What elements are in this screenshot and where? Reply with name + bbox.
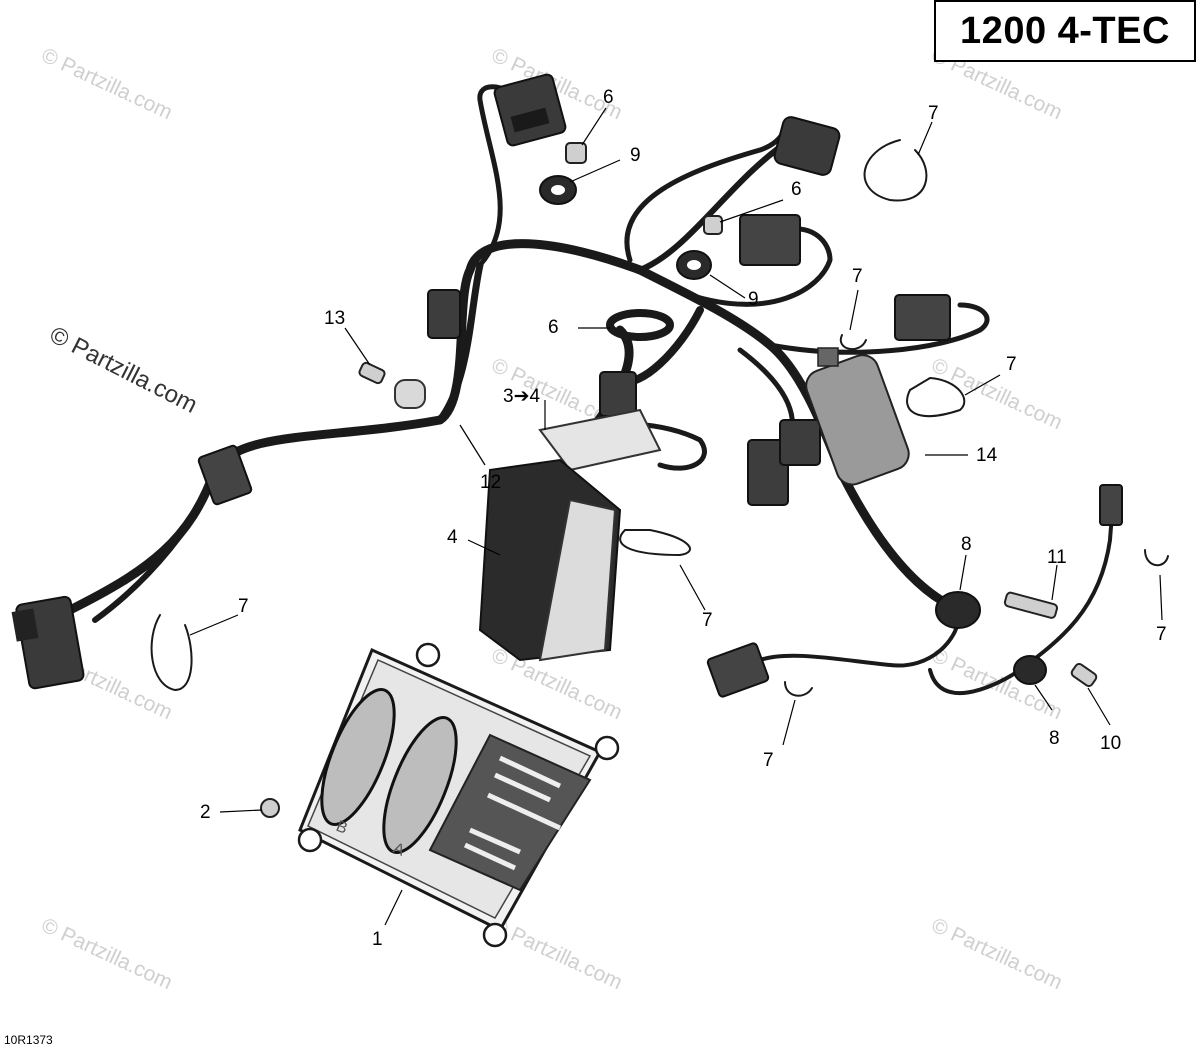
watermark-tile: © Partzilla.com <box>38 914 176 995</box>
connector-left-icon <box>11 595 85 690</box>
bolt-icon <box>1003 591 1058 619</box>
grommet-icon <box>935 591 981 629</box>
cable-tie-icon <box>619 529 692 557</box>
bolt-icon <box>1070 662 1098 688</box>
ecu-module: B A <box>297 642 620 948</box>
callout-7: 7 <box>763 750 774 771</box>
leader-lines <box>189 107 1163 926</box>
connector-lowright-icon <box>706 642 770 698</box>
callout-8: 8 <box>961 534 972 555</box>
watermark-tile: © Partzilla.com <box>928 914 1066 995</box>
callout-2: 2 <box>200 802 211 823</box>
callouts: 1 2 3➔4 4 6 6 6 7 7 7 7 7 7 7 8 8 9 9 10… <box>200 87 1167 950</box>
bolt-icon <box>703 215 723 235</box>
diagram-code: 10R1373 <box>4 1033 53 1047</box>
callout-6: 6 <box>791 179 802 200</box>
harness-connectors <box>11 73 1123 698</box>
hardware <box>150 139 1169 818</box>
callout-4: 4 <box>447 527 458 548</box>
connector-sleeve3-icon <box>747 439 789 506</box>
sensor-lead-icon <box>1099 484 1123 526</box>
connector-center-icon <box>739 214 801 266</box>
callout-11: 11 <box>1047 547 1067 568</box>
cable-clip-icon <box>839 334 867 350</box>
callout-7: 7 <box>1006 354 1017 375</box>
callout-9: 9 <box>748 289 759 310</box>
model-label-box: 1200 4-TEC <box>934 0 1196 62</box>
cable-tie-icon <box>906 376 966 418</box>
cable-clip-icon <box>1144 549 1169 566</box>
connector-right-icon <box>894 294 951 341</box>
callout-6: 6 <box>548 317 559 338</box>
callout-6: 6 <box>603 87 614 108</box>
cable-clip-icon <box>784 681 813 697</box>
watermark-tile: © Partzilla.com <box>488 914 626 995</box>
connector-midleft-icon <box>197 444 253 506</box>
watermark-tile: © Partzilla.com <box>38 44 176 125</box>
bolt-icon <box>358 361 386 385</box>
callout-1: 1 <box>372 929 383 950</box>
screw-icon <box>260 798 280 818</box>
callout-12: 12 <box>480 472 501 493</box>
clamp-icon <box>606 309 674 341</box>
connector-sleeve1-icon <box>427 289 461 339</box>
callout-9: 9 <box>630 145 641 166</box>
callout-7: 7 <box>238 596 249 617</box>
bolt-icon <box>565 142 587 164</box>
grommet-icon <box>539 175 577 205</box>
model-label: 1200 4-TEC <box>960 9 1170 52</box>
watermark-tile: © Partzilla.com <box>928 354 1066 435</box>
ground-eyelet-icon <box>394 379 426 409</box>
callout-7: 7 <box>1156 624 1167 645</box>
cable-tie-icon <box>150 614 193 692</box>
callout-3: 3➔4 <box>503 386 540 407</box>
grommet-icon <box>676 250 712 280</box>
callout-7: 7 <box>702 610 713 631</box>
pressure-sensor-canister <box>805 347 910 486</box>
callout-14: 14 <box>976 445 998 466</box>
watermark-main: © Partzilla.com <box>45 321 201 418</box>
connector-sleeve4-icon <box>779 419 821 466</box>
ignition-coil-assembly <box>478 408 662 662</box>
grommet-icon <box>1013 655 1047 685</box>
connector-top-icon <box>493 73 567 147</box>
callout-7: 7 <box>852 266 863 287</box>
connector-sleeve2-icon <box>599 371 637 417</box>
callout-7: 7 <box>928 103 939 124</box>
callout-10: 10 <box>1100 733 1121 754</box>
cable-tie-icon <box>863 139 928 202</box>
connector-topright-icon <box>773 116 841 176</box>
callout-8: 8 <box>1049 728 1060 749</box>
callout-13: 13 <box>324 308 345 329</box>
